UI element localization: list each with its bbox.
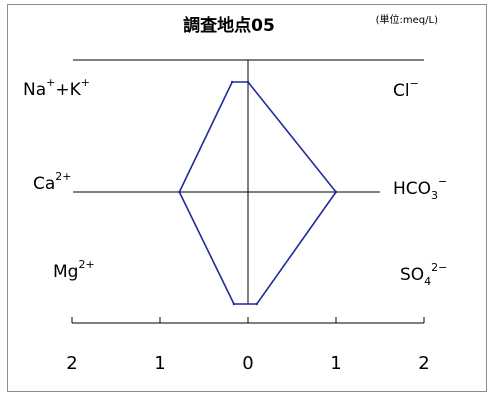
ion-label-so4: SO42−	[400, 261, 447, 288]
ion-label-ca: Ca2+	[33, 170, 72, 194]
data-point	[178, 190, 181, 194]
tick-labels: 2 1 0 1 2	[66, 353, 429, 374]
chart-title: 調査地点05	[183, 15, 275, 36]
tick-label: 2	[418, 353, 429, 374]
tick-label: 0	[242, 353, 253, 374]
data-point	[230, 80, 234, 84]
data-layer	[178, 80, 338, 306]
data-point	[232, 302, 236, 306]
tick-label: 1	[154, 353, 165, 374]
tick-label: 2	[66, 353, 77, 374]
data-point	[334, 190, 338, 194]
chart-frame	[7, 4, 487, 392]
ion-label-hco3: HCO3−	[393, 175, 447, 202]
unit-label: (単位:meq/L)	[376, 13, 438, 26]
data-point	[246, 80, 250, 84]
hexadiagram-series-line	[178, 81, 338, 305]
ion-label-cl: Cl−	[393, 77, 419, 101]
tick-label: 1	[330, 353, 341, 374]
axes	[71, 59, 425, 324]
data-point	[255, 302, 258, 306]
ion-label-na-k: Na++K+	[23, 76, 90, 100]
ion-labels: Na++K+ Ca2+ Mg2+ Cl− HCO3− SO42−	[23, 76, 447, 288]
ion-label-mg: Mg2+	[53, 258, 95, 282]
